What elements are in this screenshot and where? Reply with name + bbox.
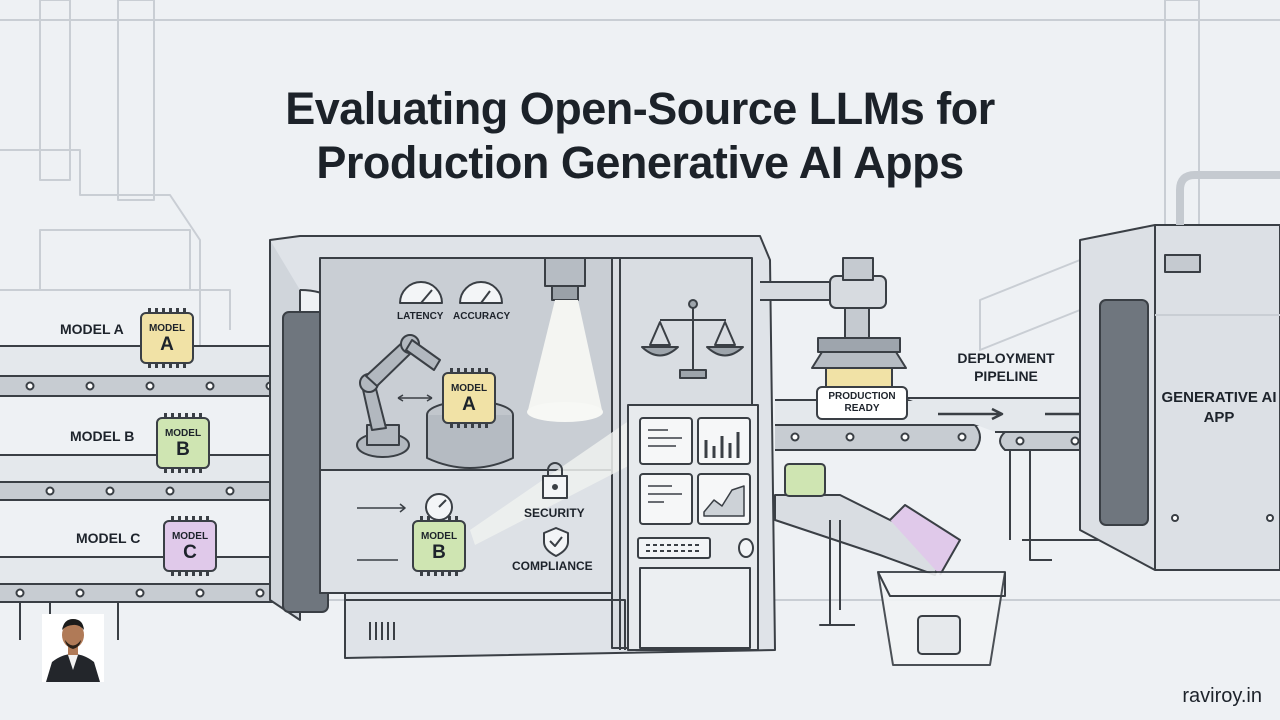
test-chip-text: MODEL	[420, 531, 458, 542]
model-c-chip: MODEL C	[163, 516, 217, 576]
model-b-chip-letter: B	[176, 439, 190, 460]
speed-gauge-icon	[425, 493, 453, 521]
model-b-under-test-chip: MODEL B	[412, 516, 466, 576]
robotic-arm-icon	[356, 334, 441, 458]
title-line-1: Evaluating Open-Source LLMs for	[285, 83, 995, 134]
latency-gauge-icon	[399, 281, 443, 304]
model-b-label: MODEL B	[70, 428, 135, 444]
compliance-label: COMPLIANCE	[512, 559, 593, 573]
model-c-chip-text: MODEL	[171, 531, 209, 542]
arm-chip-text: MODEL	[450, 383, 488, 394]
accuracy-gauge-icon	[459, 281, 503, 304]
generative-ai-app-label: GENERATIVE AI APP	[1161, 389, 1277, 426]
production-ready-badge: PRODUCTION READY	[816, 386, 908, 420]
model-a-chip: MODEL A	[140, 308, 194, 368]
evaluation-machine	[269, 235, 776, 659]
model-a-chip-text: MODEL	[148, 323, 186, 334]
model-a-under-test-chip: MODEL A	[442, 368, 496, 428]
accuracy-label: ACCURACY	[453, 311, 511, 322]
model-a-chip-letter: A	[160, 334, 174, 355]
author-avatar	[42, 614, 104, 682]
conveyor-2	[0, 454, 313, 501]
control-panel	[627, 404, 759, 651]
barcode-icon	[369, 622, 395, 640]
deployment-pipeline-label: DEPLOYMENT PIPELINE	[957, 350, 1055, 384]
latency-label: LATENCY	[397, 311, 444, 322]
model-b-chip-text: MODEL	[164, 428, 202, 439]
security-label: SECURITY	[524, 506, 585, 520]
inspection-lamp	[527, 257, 603, 422]
site-footer: raviroy.in	[1182, 685, 1262, 707]
security-lock-icon	[542, 462, 568, 499]
model-a-label: MODEL A	[60, 321, 124, 337]
balance-scale-icon	[641, 299, 744, 379]
model-b-chip: MODEL B	[156, 413, 210, 473]
model-c-chip-letter: C	[183, 542, 197, 563]
test-chip-letter: B	[432, 542, 446, 563]
compliance-shield-icon	[543, 527, 569, 557]
arm-chip-letter: A	[462, 394, 476, 415]
title-line-2: Production Generative AI Apps	[316, 137, 964, 188]
model-c-label: MODEL C	[76, 530, 141, 546]
app-building	[1079, 171, 1280, 571]
page-title: Evaluating Open-Source LLMs for Producti…	[0, 82, 1280, 190]
